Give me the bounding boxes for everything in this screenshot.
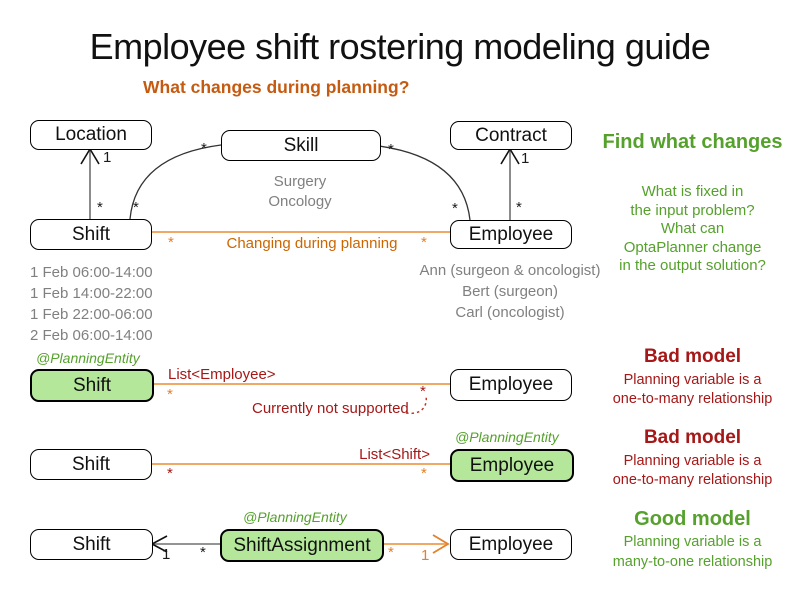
find-what-body: What is fixed in the input problem? What… (600, 183, 785, 276)
find-what-line: in the output solution? (619, 257, 766, 275)
row1-star-right: * (420, 383, 426, 400)
row3-desc-line: Planning variable is a (623, 534, 762, 550)
location-label: Location (55, 124, 127, 145)
row2-employee-box: Employee (450, 449, 574, 482)
skill-example: Surgery (273, 173, 327, 190)
row3-planning-entity-annotation: @PlanningEntity (243, 509, 347, 525)
row2-list-shift-label: List<Shift> (359, 446, 430, 463)
row2-desc-line: one-to-many relationship (612, 472, 773, 488)
row2-desc: Planning variable is a one-to-many relat… (600, 452, 785, 490)
row1-shift-box: Shift (30, 369, 154, 402)
row3-shiftassignment-label: ShiftAssignment (233, 534, 371, 556)
employee-label: Employee (468, 223, 554, 245)
shift-location-star: * (97, 199, 103, 216)
row3-employee-one: 1 (421, 547, 430, 564)
subtitle: What changes during planning? (143, 77, 410, 97)
skill-examples: Surgery Oncology (230, 172, 370, 212)
row2-star-right: * (421, 465, 427, 482)
row1-employee-label: Employee (468, 374, 554, 395)
row1-shift-label: Shift (72, 374, 112, 396)
shift-time: 2 Feb 06:00-14:00 (30, 327, 153, 344)
location-multiplicity-one: 1 (103, 149, 112, 166)
employee-name: Carl (oncologist) (455, 304, 565, 321)
row1-list-employee-label: List<Employee> (168, 366, 276, 383)
find-what-heading: Find what changes (602, 131, 783, 153)
shift-times-list: 1 Feb 06:00-14:00 1 Feb 14:00-22:00 1 Fe… (30, 262, 153, 346)
contract-label: Contract (475, 124, 547, 146)
employee-names-list: Ann (surgeon & oncologist) Bert (surgeon… (390, 260, 630, 323)
row3-desc-line: many-to-one relationship (612, 554, 773, 570)
shift-skill-curve (129, 144, 222, 220)
note-pointer-curve (405, 394, 427, 415)
employee-name: Bert (surgeon) (462, 283, 558, 300)
row1-desc: Planning variable is a one-to-many relat… (600, 371, 785, 409)
orange-line-star-right: * (421, 234, 427, 251)
row2-planning-entity-annotation: @PlanningEntity (455, 429, 559, 445)
row1-not-supported-note: Currently not supported (252, 400, 409, 417)
find-what-line: the input problem? (630, 201, 755, 219)
row3-shift-box: Shift (30, 529, 153, 560)
row2-employee-label: Employee (469, 454, 555, 476)
shift-time: 1 Feb 06:00-14:00 (30, 264, 153, 281)
row3-verdict: Good model (634, 508, 751, 530)
row1-planning-entity-annotation: @PlanningEntity (36, 350, 140, 366)
shift-box: Shift (30, 219, 152, 250)
row3-shiftassignment-star-left: * (200, 544, 206, 561)
find-what-line: OptaPlanner change (623, 238, 762, 256)
employee-skill-curve (378, 145, 471, 221)
employee-contract-star: * (516, 199, 522, 216)
find-what-line: What is fixed in (641, 183, 744, 200)
skill-box: Skill (221, 130, 381, 161)
row1-desc-line: Planning variable is a (623, 372, 762, 388)
skill-label: Skill (283, 134, 319, 156)
changing-during-planning-label: Changing during planning (226, 235, 398, 252)
row3-employee-arrowhead (432, 534, 450, 554)
row1-verdict: Bad model (643, 346, 742, 367)
row2-star-left: * (167, 465, 173, 482)
shift-skill-star-lower: * (133, 199, 139, 216)
row1-star-left: * (167, 386, 173, 403)
row3-employee-box: Employee (450, 529, 572, 560)
employee-skill-star-lower: * (452, 200, 458, 217)
row2-shift-box: Shift (30, 449, 152, 480)
row2-verdict: Bad model (643, 427, 742, 448)
find-what-line: What can (660, 220, 725, 238)
row1-employee-box: Employee (450, 369, 572, 401)
skill-example: Oncology (268, 193, 332, 210)
employee-skill-star-upper: * (388, 141, 394, 158)
shift-time: 1 Feb 14:00-22:00 (30, 285, 153, 302)
shift-time: 1 Feb 22:00-06:00 (30, 306, 153, 323)
row3-employee-label: Employee (468, 533, 554, 555)
employee-name: Ann (surgeon & oncologist) (419, 262, 601, 279)
location-box: Location (30, 120, 152, 150)
contract-multiplicity-one: 1 (521, 150, 530, 167)
employee-box: Employee (450, 220, 572, 249)
row1-desc-line: one-to-many relationship (612, 391, 773, 407)
contract-box: Contract (450, 121, 572, 150)
page-title: Employee shift rostering modeling guide (89, 26, 711, 67)
row2-shift-label: Shift (71, 453, 111, 475)
row3-shiftassignment-box: ShiftAssignment (220, 529, 384, 562)
row3-shift-one: 1 (162, 546, 171, 563)
shift-skill-star-upper: * (201, 140, 207, 157)
row3-shift-label: Shift (72, 533, 111, 555)
row3-desc: Planning variable is a many-to-one relat… (600, 532, 785, 572)
row3-shiftassignment-star-right: * (388, 544, 394, 561)
shift-label: Shift (71, 223, 111, 245)
orange-line-star-left: * (168, 234, 174, 251)
row2-desc-line: Planning variable is a (623, 453, 762, 469)
